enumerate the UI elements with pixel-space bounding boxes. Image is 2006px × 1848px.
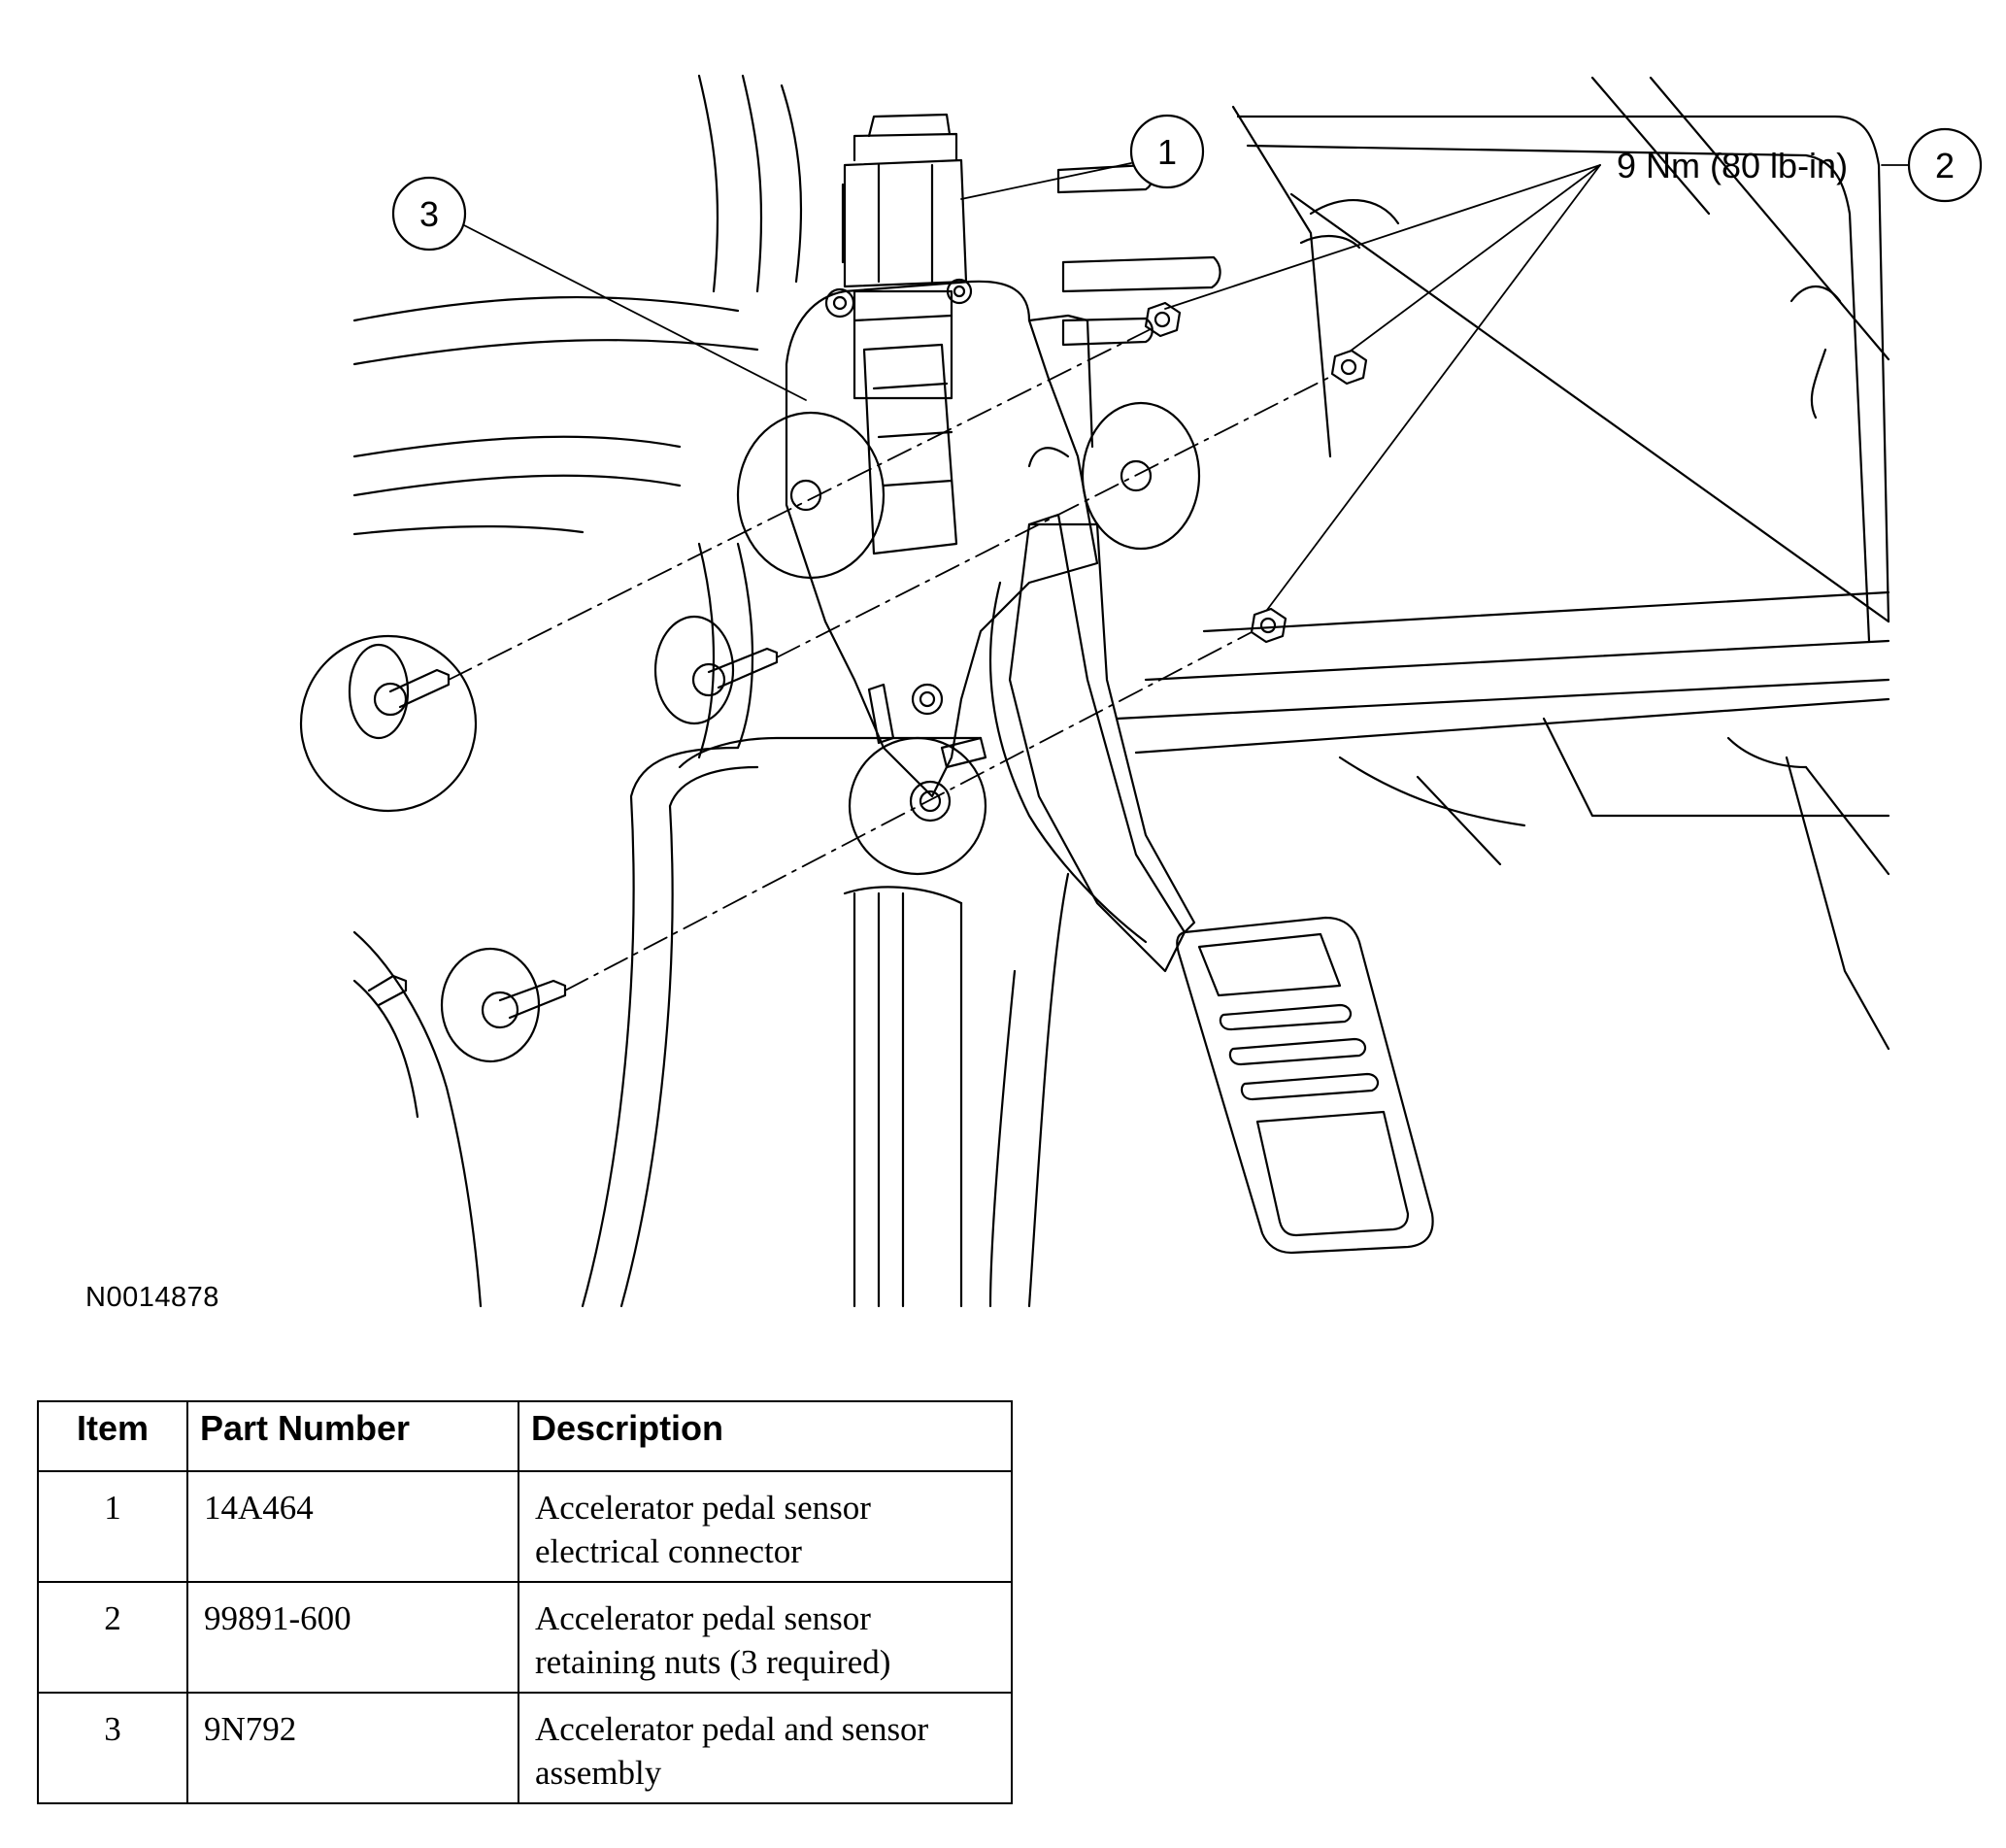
pedal-assembly-diagram: 1 2 3 9 Nm (80 lb-in): [299, 74, 1983, 1308]
header-description: Description: [518, 1400, 1013, 1472]
parts-table: Item Part Number Description 1 14A464 Ac…: [37, 1400, 1013, 1804]
table-header-row: Item Part Number Description: [37, 1400, 1013, 1472]
alignment-lines: [448, 329, 1333, 991]
callout-2: 2: [1907, 127, 1983, 203]
left-studs: [299, 615, 779, 1308]
vehicle-structure: [352, 74, 1890, 1051]
row-description: Accelerator pedal sensor electrical conn…: [518, 1470, 1013, 1583]
callout-3: 3: [391, 176, 467, 252]
description-line: Accelerator pedal sensor: [535, 1599, 871, 1637]
description-line: Accelerator pedal and sensor: [535, 1710, 929, 1748]
row-item: 1: [37, 1470, 188, 1583]
row-description: Accelerator pedal and sensor assembly: [518, 1692, 1013, 1804]
retaining-nuts: [1144, 301, 1368, 644]
description-line: electrical connector: [535, 1532, 802, 1570]
row-part-number: 9N792: [186, 1692, 519, 1804]
row-description: Accelerator pedal sensor retaining nuts …: [518, 1581, 1013, 1694]
table-row: 1 14A464 Accelerator pedal sensor electr…: [37, 1470, 1013, 1583]
description-line: assembly: [535, 1754, 662, 1792]
svg-text:1: 1: [1157, 132, 1177, 172]
row-item: 3: [37, 1692, 188, 1804]
row-item: 2: [37, 1581, 188, 1694]
floor-channel: [581, 542, 1070, 1308]
callout-1: 1: [1129, 114, 1205, 189]
table-row: 3 9N792 Accelerator pedal and sensor ass…: [37, 1692, 1013, 1804]
pedal-bracket-assembly: [736, 278, 1201, 876]
svg-text:3: 3: [419, 194, 439, 234]
description-line: retaining nuts (3 required): [535, 1643, 891, 1681]
header-part-number: Part Number: [186, 1400, 519, 1472]
header-item: Item: [37, 1400, 188, 1472]
row-part-number: 99891-600: [186, 1581, 519, 1694]
leader-lines: [463, 162, 1909, 611]
sensor-connector: [841, 113, 968, 400]
pedal-arm-and-pad: [988, 513, 1434, 1255]
description-line: Accelerator pedal sensor: [535, 1489, 871, 1527]
row-part-number: 14A464: [186, 1470, 519, 1583]
table-row: 2 99891-600 Accelerator pedal sensor ret…: [37, 1581, 1013, 1694]
svg-text:2: 2: [1935, 146, 1955, 185]
torque-spec-label: 9 Nm (80 lb-in): [1617, 146, 1848, 185]
figure-id: N0014878: [85, 1282, 219, 1313]
